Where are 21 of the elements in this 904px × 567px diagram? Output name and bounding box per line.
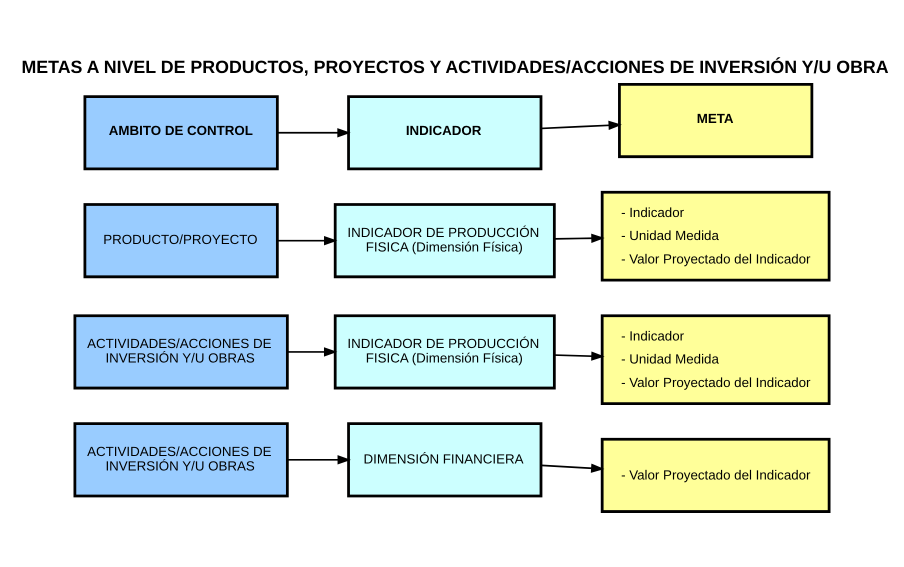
node-box: PRODUCTO/PROYECTO: [84, 203, 279, 278]
node-box: INDICADOR DE PRODUCCIÓN FISICA (Dimensión Física): [334, 314, 556, 390]
arrow: [541, 120, 622, 130]
node-box: DIMENSIÓN FINANCIERA: [347, 422, 542, 498]
node-box: INDICADOR DE PRODUCCIÓN FISICA (Dimensión Física): [334, 203, 556, 278]
node-box: ACTIVIDADES/ACCIONES DE INVERSIÓN Y/U OBRAS: [74, 314, 289, 390]
node-box: - Indicador - Unidad Medida - Valor Proyectado del Indicador: [600, 314, 830, 406]
diagram-title: METAS A NIVEL DE PRODUCTOS, PROYECTOS Y ACTIVIDADES/ACCIONES DE INVERSIÓN Y/U OBRA: [21, 57, 889, 78]
arrow: [287, 455, 351, 464]
node-box: ACTIVIDADES/ACCIONES DE INVERSIÓN Y/U OBRAS: [74, 422, 289, 498]
arrow: [287, 347, 338, 357]
node-box: - Valor Proyectado del Indicador: [600, 438, 830, 513]
arrow: [277, 128, 351, 138]
arrow: [554, 351, 605, 361]
node-box: AMBITO DE CONTROL: [84, 95, 279, 170]
arrow: [277, 236, 338, 246]
node-box: - Indicador - Unidad Medida - Valor Proyectado del Indicador: [600, 190, 830, 282]
node-box: META: [618, 82, 814, 158]
arrow: [541, 464, 604, 473]
node-box: INDICADOR: [347, 95, 542, 170]
arrow: [554, 234, 605, 243]
